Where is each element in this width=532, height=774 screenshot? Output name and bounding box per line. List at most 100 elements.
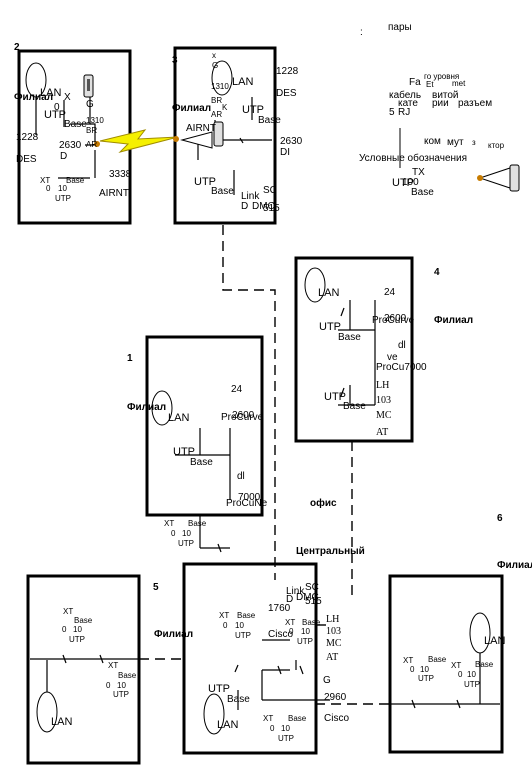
branch-5-zero-2: 0 <box>106 681 111 690</box>
branch-6-base: Base <box>428 655 447 664</box>
branch-4-lan: LAN <box>318 287 340 299</box>
branch-3-lan-oval <box>211 60 233 96</box>
branch-5-zero: 0 <box>62 625 67 634</box>
central-xt-3: XT <box>263 714 274 723</box>
branch-3-ar4: K <box>222 103 228 112</box>
branch-2-air-sub: AIRNT <box>99 188 129 199</box>
legend-title: Условные обозначения <box>359 153 468 164</box>
branch-6-base-2: Base <box>475 660 494 669</box>
branch-3-utp-2: UTP <box>194 176 216 188</box>
branch-6-utp-2: UTP <box>464 680 480 689</box>
branch-3-label: Филиал <box>172 103 212 114</box>
legend-vity: витой <box>432 90 459 101</box>
central-xt-2: XT <box>285 618 296 627</box>
central-link1: Link <box>286 586 305 597</box>
branch-1-base-2: Base <box>188 519 207 528</box>
branch-4-s24: 24 <box>384 287 396 298</box>
legend-utp: UTP <box>392 177 414 189</box>
branch-2-utp: UTP <box>44 109 66 121</box>
branch-4-number: 4 <box>434 267 440 278</box>
branch-3-air: AIRNT <box>186 123 216 134</box>
branch-6-ten: 10 <box>420 665 429 674</box>
branch-5-wiring <box>30 654 139 692</box>
branch-1-lan: LAN <box>168 412 190 424</box>
central-link2: D <box>286 594 294 605</box>
branch-2-device-slot <box>87 79 90 91</box>
branch-2-lan: LAN <box>40 87 62 99</box>
central-r2960: 2960 <box>324 692 347 703</box>
legend-n100: 100 <box>402 177 419 188</box>
branch-6-zero: 0 <box>410 665 415 674</box>
wireless-link-icon <box>99 129 179 153</box>
branch-6-zero-2: 0 <box>458 670 463 679</box>
central-ten-2: 10 <box>301 627 310 636</box>
branch-1-base: Base <box>190 457 213 468</box>
branch-6-number: 6 <box>497 513 503 524</box>
branch-2-base: Base <box>64 119 87 130</box>
central-ten-3: 10 <box>281 724 290 733</box>
branch-4-label: Филиал <box>434 315 474 326</box>
branch-2-ten: 10 <box>58 184 67 193</box>
branch-1-utp: UTP <box>173 446 195 458</box>
branch-2-g: G <box>86 99 94 110</box>
branch-5-label: Филиал <box>154 629 194 640</box>
branch-3-lan: LAN <box>232 76 254 88</box>
branch-3-router: 1228 <box>276 66 299 77</box>
branch-5-xt-2: XT <box>108 661 119 670</box>
branch-2-router-sub: DES <box>16 154 37 165</box>
legend-antenna-dot <box>477 175 483 181</box>
central-n103: 103 <box>326 626 341 637</box>
central-zero-2: 0 <box>289 627 294 636</box>
legend-met: met <box>452 79 466 88</box>
legend-et: Et <box>426 80 434 89</box>
legend-fa: Fa <box>409 77 421 88</box>
branch-4-base-2: Base <box>343 401 366 412</box>
central-base: Base <box>237 611 256 620</box>
branch-1-number: 1 <box>127 353 133 364</box>
branch-1-pc2: ProCuNe <box>226 498 268 509</box>
legend-razem: разъем <box>458 98 493 109</box>
legend-device-icon <box>509 164 520 192</box>
branch-2-ar1: 1310 <box>86 116 104 125</box>
central-cisco2: Cisco <box>324 713 350 724</box>
central-g: G <box>323 675 331 686</box>
branch-3-link2: D <box>241 201 249 212</box>
central-lan: LAN <box>217 719 239 731</box>
branch-1-n7000: 7000 <box>238 492 261 503</box>
central-utp-s3: UTP <box>278 734 294 743</box>
branch-1-utp-2: UTP <box>178 539 194 548</box>
legend-colon: : <box>360 27 363 38</box>
central-base-4: Base <box>288 714 307 723</box>
branch-5-base: Base <box>74 616 93 625</box>
branch-1-box <box>145 335 264 517</box>
legend-tx: TX <box>412 167 425 178</box>
branch-5-utp-2: UTP <box>113 690 129 699</box>
central-ten: 10 <box>235 621 244 630</box>
legend-kom: ком <box>424 136 441 147</box>
branch-1-wiring <box>175 428 231 553</box>
branch-5-number: 5 <box>153 582 159 593</box>
branch-3-link1: Link <box>241 191 260 202</box>
legend-kat: кате <box>398 98 418 109</box>
branch-3-ar2: BR <box>211 96 223 105</box>
branch-4-pc2: ProCu7000 <box>376 362 427 373</box>
branch-2-utp-2: UTP <box>55 194 71 203</box>
central-r1760: 1760 <box>268 603 291 614</box>
branch-4-wiring <box>338 300 376 406</box>
branch-1-s24: 24 <box>231 384 243 395</box>
central-base-2: Base <box>302 618 321 627</box>
branch-4-at: AT <box>376 427 389 438</box>
branch-3-number: 3 <box>172 55 178 66</box>
branch-5-lan: LAN <box>51 716 73 728</box>
branch-6-xt: XT <box>403 656 414 665</box>
branch-3-sc: SC <box>263 185 277 196</box>
branch-6-label: Филиал <box>497 560 532 571</box>
branch-3-box <box>173 46 277 225</box>
branch-2-xt: XT <box>40 176 51 185</box>
central-at: AT <box>326 652 339 663</box>
branch-6-utp: UTP <box>418 674 434 683</box>
legend-num5: 5 <box>389 107 395 118</box>
wan-links <box>139 225 390 705</box>
central-title: Центральный <box>296 546 365 557</box>
